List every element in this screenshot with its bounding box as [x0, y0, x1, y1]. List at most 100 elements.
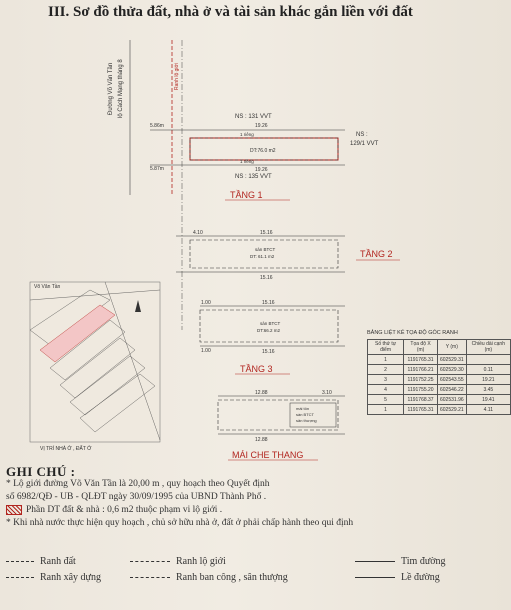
floor-1-title: TẦNG 1	[230, 190, 263, 200]
floor-2-outline	[189, 239, 339, 269]
cell: 1191766.21	[403, 364, 438, 375]
legend-label: Ranh ban công , sân thượng	[176, 572, 288, 583]
cell: 1191765.31	[403, 404, 438, 415]
ns-right-label-2: 129/1 VVT	[350, 141, 379, 147]
dim-top-1926: 19.26	[255, 123, 268, 129]
floor-2-title: TẦNG 2	[360, 249, 393, 259]
plot-boundary	[189, 137, 339, 161]
cell: 5	[366, 394, 405, 405]
map-street-label: Võ Văn Tần	[34, 284, 61, 290]
dim-100-bottom: 1.00	[201, 348, 211, 354]
cell: 4	[366, 384, 405, 395]
cell: 19.21	[465, 374, 511, 385]
cell: 1191755.20	[403, 384, 438, 395]
cell: 1191765.31	[403, 354, 438, 365]
dim-586: 5.86m	[150, 123, 164, 129]
cell: 602529.31	[437, 354, 467, 365]
legend-label: Ranh xây dựng	[40, 572, 101, 583]
legend-label: Lề đường	[401, 572, 440, 583]
legend-ranh-xay-dung: Ranh xây dựng	[6, 572, 101, 583]
col-header-stt: Số thứ tự điểm	[366, 339, 405, 355]
dim-tang2-top: 15.16	[260, 230, 273, 236]
dim-tang3-bottom: 15.16	[262, 349, 275, 355]
room-3-area: DT:66.2 m2	[257, 328, 281, 333]
cell: 1191768.37	[403, 394, 438, 405]
cell: 3	[366, 374, 405, 385]
roof-type-3: sân thượng	[296, 418, 317, 423]
dim-410: 4.10	[193, 230, 203, 236]
hatch-swatch-icon	[6, 504, 22, 515]
road-sub-label: lộ Cách Mạng tháng 8	[118, 59, 124, 118]
room-2-area: DT: 61.1 m2	[250, 254, 275, 259]
dim-bottom-1926: 19.26	[255, 167, 268, 173]
col-header-y: Y (m)	[437, 339, 467, 355]
dim-310: 3.10	[322, 390, 332, 396]
cell: 4.11	[465, 404, 511, 415]
room-label-top: 1 riêng	[240, 132, 254, 137]
cell: 602529.30	[437, 364, 467, 375]
cell: 602543.55	[437, 374, 467, 385]
legend-ranh-dat: Ranh đất	[6, 556, 76, 567]
cell: 602546.22	[437, 384, 467, 395]
roof-type-1: mái tôn	[296, 406, 309, 411]
dim-tang2-bottom: 15.16	[260, 275, 273, 281]
dim-tang3-top: 15.16	[262, 300, 275, 306]
cell: 602529.21	[437, 404, 467, 415]
room-2-type: sàn BTCT	[255, 247, 276, 252]
cell: 1191752.25	[403, 374, 438, 385]
legend-ranh-ban-cong: Ranh ban công , sân thượng	[130, 572, 288, 583]
dim-roof-bottom: 12.88	[255, 437, 268, 443]
cell: 1	[366, 354, 405, 365]
note-line-4: * Khi nhà nước thực hiện quy hoạch , chủ…	[6, 518, 354, 528]
roof-type-2: sàn BTCT	[296, 412, 315, 417]
cell: 1	[366, 404, 405, 415]
location-map	[29, 281, 161, 443]
coordinate-table: Số thứ tự điểm Tọa độ X (m) Y (m) Chiều …	[366, 339, 511, 415]
location-caption: VỊ TRÍ NHÀ Ở , ĐẤT Ở	[40, 445, 92, 452]
legend-label: Ranh lộ giới	[176, 556, 226, 567]
cell	[465, 354, 511, 365]
col-header-x: Tọa độ X (m)	[403, 339, 438, 355]
dim-100-top: 1.00	[201, 300, 211, 306]
legend-label: Tim đường	[401, 556, 446, 567]
north-arrow-icon	[135, 300, 141, 312]
roof-title: MÁI CHE THANG	[232, 450, 303, 460]
notes-title: GHI CHÚ :	[6, 464, 76, 479]
legend-ranh-lo-gioi: Ranh lộ giới	[130, 556, 226, 567]
floor-3-title: TẦNG 3	[240, 364, 273, 374]
ns-top-label: NS : 131 VVT	[235, 114, 272, 120]
dim-587: 5.87m	[150, 166, 164, 172]
floor-3-outline	[199, 309, 339, 343]
ns-bottom-label: NS : 135 VVT	[235, 174, 272, 180]
room-label-bottom: 1 riêng	[240, 159, 254, 164]
page-title: III. Sơ đồ thửa đất, nhà ở và tài sản kh…	[48, 4, 413, 20]
note-line-3-text: Phần DT đất & nhà : 0,6 m2 thuộc phạm vi…	[26, 505, 223, 515]
cell: 2	[366, 364, 405, 375]
cell: 0.11	[465, 364, 511, 375]
room-3-type: sàn BTCT	[260, 321, 281, 326]
room-area-1: DT:76.0 m2	[250, 148, 276, 154]
note-line-3: Phần DT đất & nhà : 0,6 m2 thuộc phạm vi…	[6, 504, 506, 517]
cell: 602531.96	[437, 394, 467, 405]
legend-le-duong: Lề đường	[355, 572, 440, 583]
notes-section: GHI CHÚ : * Lộ giới đường Võ Văn Tần là …	[6, 465, 506, 530]
coord-table-title: BẢNG LIỆT KÊ TỌA ĐỘ GÓC RANH	[367, 330, 458, 336]
col-header-len: Chiều dài cạnh (m)	[465, 339, 511, 355]
cell: 3.45	[465, 384, 511, 395]
legend-label: Ranh đất	[40, 556, 76, 567]
road-name-label: Đường Võ Văn Tần	[108, 63, 114, 115]
stair-roof	[289, 402, 337, 428]
road-width-label: Ranh lộ giới	[174, 63, 180, 90]
roof-outline	[217, 399, 339, 431]
note-line-1: * Lộ giới đường Võ Văn Tần là 20,00 m , …	[6, 479, 270, 489]
map-lots	[29, 281, 161, 441]
ns-right-label: NS :	[356, 132, 368, 138]
dim-roof-top: 12.88	[255, 390, 268, 396]
